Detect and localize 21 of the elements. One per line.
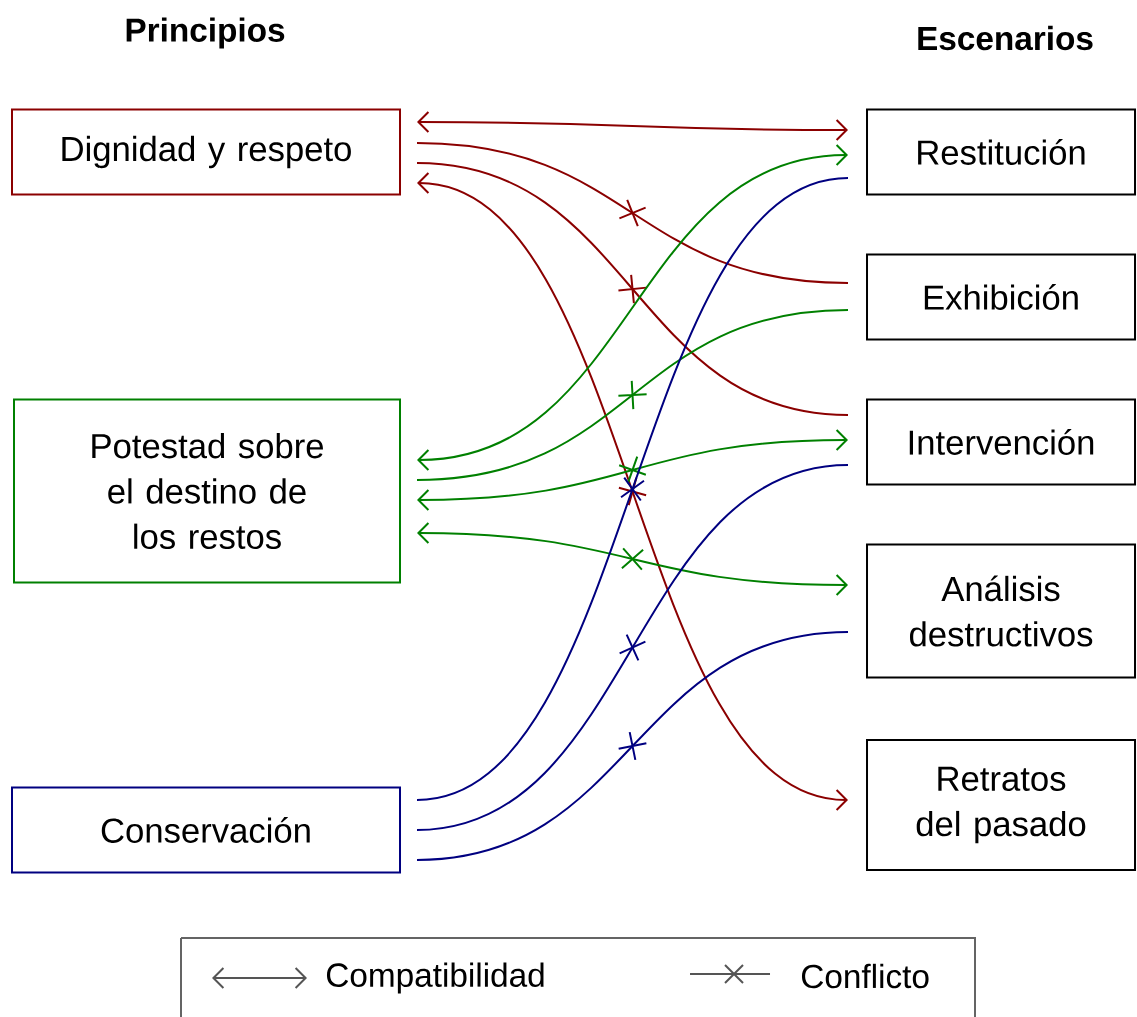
arrow (417, 144, 848, 471)
scenario-box: Intervención (866, 398, 1136, 486)
column-heading: Escenarios (918, 25, 1093, 51)
principle-box: Dignidad y respeto (11, 108, 401, 196)
legend-label: Compatibilidad (326, 962, 544, 994)
principle-box: Potestad sobre el destino de los restos (13, 398, 401, 584)
conflict-line (417, 429, 848, 511)
conflict-line (416, 631, 849, 861)
scenario-box: Restitución (866, 108, 1136, 196)
legend-label: Conflicto (801, 963, 929, 989)
principle-box: Conservación (11, 786, 401, 874)
conflict-line (416, 464, 849, 831)
scenario-box: Retratos del pasado (866, 739, 1136, 871)
scenario-box: Exhibición (866, 253, 1136, 341)
conflict-line (417, 522, 848, 596)
conflict-line (416, 142, 849, 284)
arrow (417, 111, 848, 141)
column-heading: Principios (126, 17, 285, 49)
conflict-line (416, 162, 849, 416)
conflict-line (416, 309, 849, 481)
scenario-box: Análisis destructivos (866, 543, 1136, 679)
